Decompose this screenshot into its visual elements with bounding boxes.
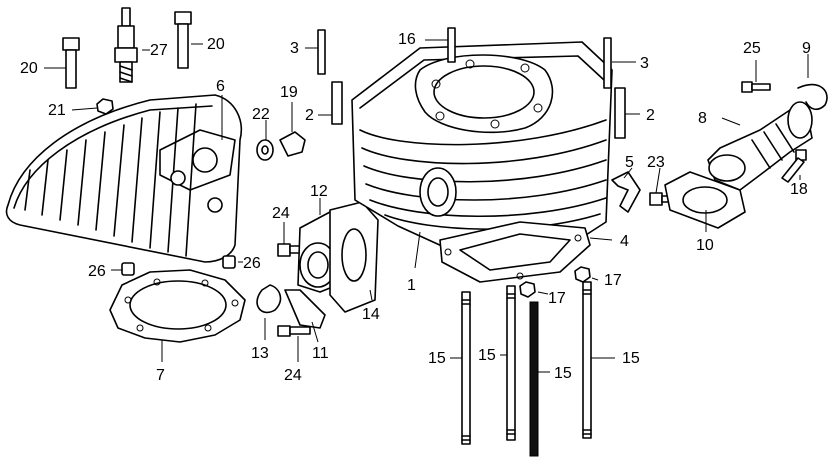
- callout-17-right: 17: [604, 272, 622, 289]
- callout-4: 4: [620, 233, 629, 250]
- callout-8: 8: [698, 110, 707, 127]
- callout-3-left: 3: [290, 40, 299, 57]
- callout-24-upper: 24: [272, 205, 290, 222]
- hose-clamp: [256, 284, 282, 314]
- head-bolt-left: [62, 37, 80, 89]
- callout-20-right: 20: [207, 36, 225, 53]
- dowel-rod-right: [603, 37, 612, 89]
- callout-14: 14: [362, 306, 380, 323]
- sealing-washer: [256, 139, 274, 161]
- long-stud-3: [529, 301, 539, 457]
- manifold-gasket: [664, 171, 746, 229]
- spark-plug: [114, 7, 138, 83]
- tappet-cap: [279, 131, 306, 157]
- callout-21: 21: [48, 102, 66, 119]
- cylinder-block: [351, 41, 613, 253]
- callout-6: 6: [216, 78, 225, 95]
- stud-nut-right: [574, 266, 591, 283]
- callout-1: 1: [407, 277, 416, 294]
- callout-3-right: 3: [640, 55, 649, 72]
- head-gasket: [109, 269, 246, 343]
- callout-23: 23: [647, 154, 665, 171]
- callout-16: 16: [398, 31, 416, 48]
- callout-13: 13: [251, 345, 269, 362]
- callout-2-left: 2: [305, 107, 314, 124]
- dowel-pin-right: [222, 255, 236, 269]
- manifold-bolt-upper: [781, 149, 807, 183]
- callout-27: 27: [150, 42, 168, 59]
- cylinder-head: [5, 94, 242, 263]
- long-stud-2: [506, 285, 516, 441]
- leader-lines: [44, 39, 809, 373]
- dowel-sleeve-right: [614, 87, 626, 139]
- callout-15-a: 15: [428, 350, 446, 367]
- callout-11: 11: [312, 345, 329, 362]
- hex-bolt-lower: [277, 325, 311, 337]
- nut: [96, 98, 114, 115]
- callout-24-lower: 24: [284, 367, 302, 384]
- callout-22: 22: [252, 106, 270, 123]
- callout-9: 9: [802, 40, 811, 57]
- callout-26-left: 26: [88, 263, 106, 280]
- head-bolt-right: [174, 11, 192, 69]
- intake-manifold: [707, 101, 813, 191]
- callout-2-right: 2: [646, 107, 655, 124]
- callout-12: 12: [310, 183, 328, 200]
- long-stud-4: [582, 281, 592, 439]
- dowel-pin-left: [121, 262, 135, 276]
- callout-labels: 1 2 2 3 3 4 5 6 7 8 9 10 11 12 13 14 15 …: [20, 31, 811, 384]
- dowel-rod-left: [317, 29, 326, 75]
- callout-17-center: 17: [548, 290, 566, 307]
- cylinder-stud: [447, 27, 456, 63]
- dowel-sleeve-left: [331, 81, 343, 125]
- callout-26-right: 26: [243, 255, 261, 272]
- callout-20-left: 20: [20, 60, 38, 77]
- callout-19: 19: [280, 84, 298, 101]
- stud-nut-center: [519, 281, 536, 298]
- callout-25: 25: [743, 40, 761, 57]
- manifold-screw: [741, 81, 771, 93]
- callout-7: 7: [156, 367, 165, 384]
- callout-15-b: 15: [478, 347, 496, 364]
- long-stud-1: [461, 291, 471, 445]
- callout-18: 18: [790, 181, 808, 198]
- callout-10: 10: [696, 237, 714, 254]
- clamp-bracket: [284, 289, 326, 329]
- manifold-clamp: [797, 83, 828, 111]
- callout-15-d: 15: [622, 350, 640, 367]
- cable-bracket: [611, 171, 641, 213]
- callout-5: 5: [625, 154, 634, 171]
- callout-15-c: 15: [554, 365, 572, 382]
- base-gasket: [439, 221, 591, 283]
